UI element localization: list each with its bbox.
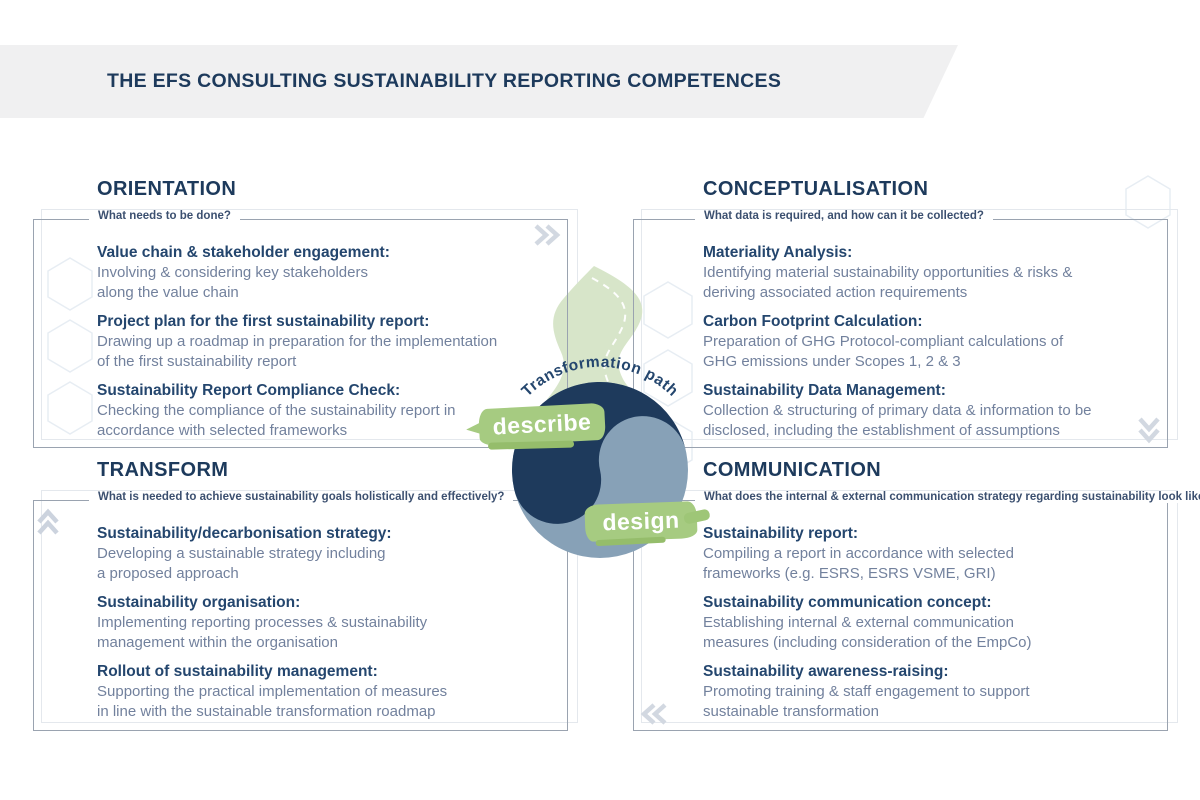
list-item: Project plan for the first sustainabilit… (97, 313, 498, 370)
list-item: Sustainability Report Compliance Check: … (97, 382, 456, 439)
double-chevron-left-icon (639, 702, 669, 726)
conceptualisation-subtitle: What data is required, and how can it be… (695, 210, 993, 222)
transform-title: TRANSFORM (89, 459, 237, 482)
list-item: Materiality Analysis: Identifying materi… (703, 244, 1073, 301)
quadrant-orientation: ORIENTATION What needs to be done? Value… (33, 178, 568, 450)
page-title: THE EFS CONSULTING SUSTAINABILITY REPORT… (107, 70, 782, 92)
conceptualisation-title: CONCEPTUALISATION (695, 178, 937, 201)
list-item: Carbon Footprint Calculation: Preparatio… (703, 313, 1064, 370)
transform-ghost-frame (41, 490, 578, 723)
communication-title: COMMUNICATION (695, 459, 890, 482)
double-chevron-down-icon (1137, 415, 1161, 445)
list-item: Sustainability report: Compiling a repor… (703, 525, 1014, 582)
communication-subtitle: What does the internal & external commun… (695, 491, 1200, 503)
double-chevron-up-icon (36, 507, 60, 537)
communication-items: Sustainability report: Compiling a repor… (703, 524, 1152, 731)
list-item: Sustainability/decarbonisation strategy:… (97, 525, 392, 582)
header-banner: THE EFS CONSULTING SUSTAINABILITY REPORT… (0, 45, 958, 118)
list-item: Sustainability awareness-raising: Promot… (703, 663, 1030, 720)
list-item: Rollout of sustainability management: Su… (97, 663, 448, 720)
list-item: Value chain & stakeholder engagement: In… (97, 244, 390, 301)
list-item: Sustainability Data Management: Collecti… (703, 382, 1092, 439)
orientation-subtitle: What needs to be done? (89, 210, 240, 222)
list-item: Sustainability organisation: Implementin… (97, 594, 428, 651)
transform-items: Sustainability/decarbonisation strategy:… (97, 524, 552, 731)
quadrant-transform: TRANSFORM What is needed to achieve sust… (33, 459, 568, 731)
conceptualisation-items: Materiality Analysis: Identifying materi… (703, 243, 1152, 450)
list-item: Sustainability communication concept: Es… (703, 594, 1032, 651)
double-chevron-right-icon (532, 223, 562, 247)
communication-ghost-frame (641, 490, 1178, 723)
orientation-title: ORIENTATION (89, 178, 245, 201)
quadrant-communication: COMMUNICATION What does the internal & e… (633, 459, 1200, 731)
orientation-items: Value chain & stakeholder engagement: In… (97, 243, 552, 450)
quadrant-conceptualisation: CONCEPTUALISATION What data is required,… (633, 178, 1168, 450)
transform-subtitle: What is needed to achieve sustainability… (89, 491, 514, 503)
